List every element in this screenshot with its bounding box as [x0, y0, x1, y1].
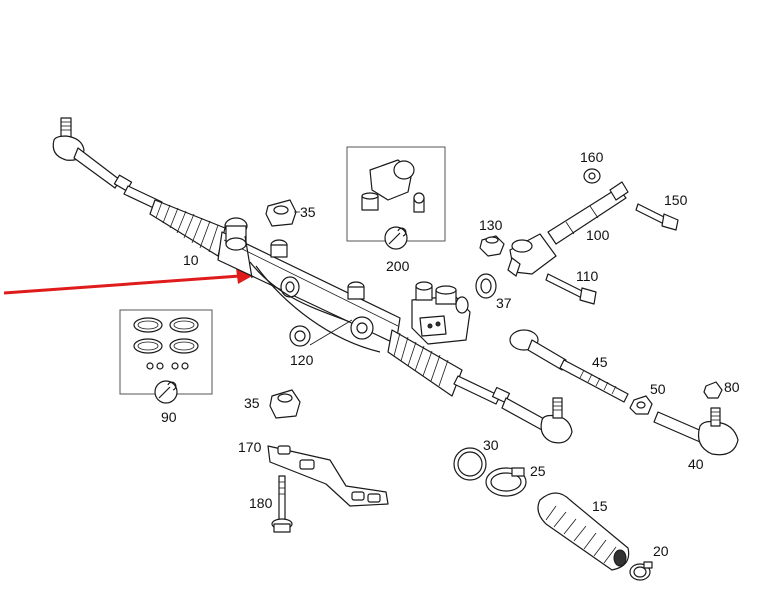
label-30: 30 — [483, 437, 499, 453]
part-number-labels: 10 35 200 160 150 130 100 110 37 45 50 8… — [161, 149, 740, 559]
right-bellows — [387, 329, 463, 397]
label-20: 20 — [653, 543, 669, 559]
left-tie-rod-end — [52, 117, 133, 192]
part-130-nut — [479, 235, 505, 257]
label-170: 170 — [238, 439, 262, 455]
label-90: 90 — [161, 409, 177, 425]
label-15: 15 — [592, 498, 608, 514]
label-110: 110 — [576, 268, 599, 284]
label-50: 50 — [650, 381, 666, 397]
part-35-lower-mount — [269, 389, 301, 419]
right-tie-rod-end — [501, 397, 573, 444]
label-25: 25 — [530, 463, 546, 479]
label-35-lower: 35 — [244, 395, 260, 411]
part-15-boot — [537, 492, 630, 571]
label-160: 160 — [580, 149, 604, 165]
label-200: 200 — [386, 258, 410, 274]
part-200-valve-kit-box — [346, 146, 446, 250]
part-90-seal-kit-box — [119, 309, 213, 404]
label-80: 80 — [724, 379, 740, 395]
red-pointer-arrow — [3, 268, 254, 295]
left-mount — [224, 217, 248, 251]
label-100: 100 — [586, 227, 610, 243]
part-100-intermediate-shaft — [507, 181, 629, 277]
part-170-plate — [267, 445, 389, 507]
part-180-bolt — [271, 475, 293, 533]
part-37-seal — [475, 273, 497, 299]
part-25-clamp — [485, 467, 527, 497]
steering-rack-assembly — [52, 117, 573, 444]
valve-body — [411, 281, 471, 345]
part-160-nut — [583, 168, 601, 184]
part-30-ring — [453, 447, 487, 481]
part-150-bolt — [635, 203, 679, 231]
label-150: 150 — [664, 192, 688, 208]
part-35-upper-mount — [265, 199, 300, 227]
label-45: 45 — [592, 354, 608, 370]
label-37: 37 — [496, 295, 512, 311]
part-45-inner-tie-rod — [509, 329, 629, 403]
wrench-icon — [384, 226, 408, 250]
part-40-outer-tie-rod-end — [653, 407, 739, 456]
part-80-nut — [703, 381, 723, 399]
label-10: 10 — [183, 252, 199, 268]
part-120-bushing — [289, 319, 353, 347]
wrench-icon — [154, 380, 178, 404]
mid-mounts — [270, 239, 374, 340]
label-130: 130 — [479, 217, 503, 233]
part-110-bolt — [545, 273, 597, 305]
left-bellows — [149, 199, 226, 257]
label-180: 180 — [249, 495, 273, 511]
part-50-nut — [629, 395, 653, 415]
part-20-small-clamp — [629, 561, 653, 581]
label-120: 120 — [290, 352, 314, 368]
label-40: 40 — [688, 456, 704, 472]
label-35-upper: 35 — [300, 204, 316, 220]
